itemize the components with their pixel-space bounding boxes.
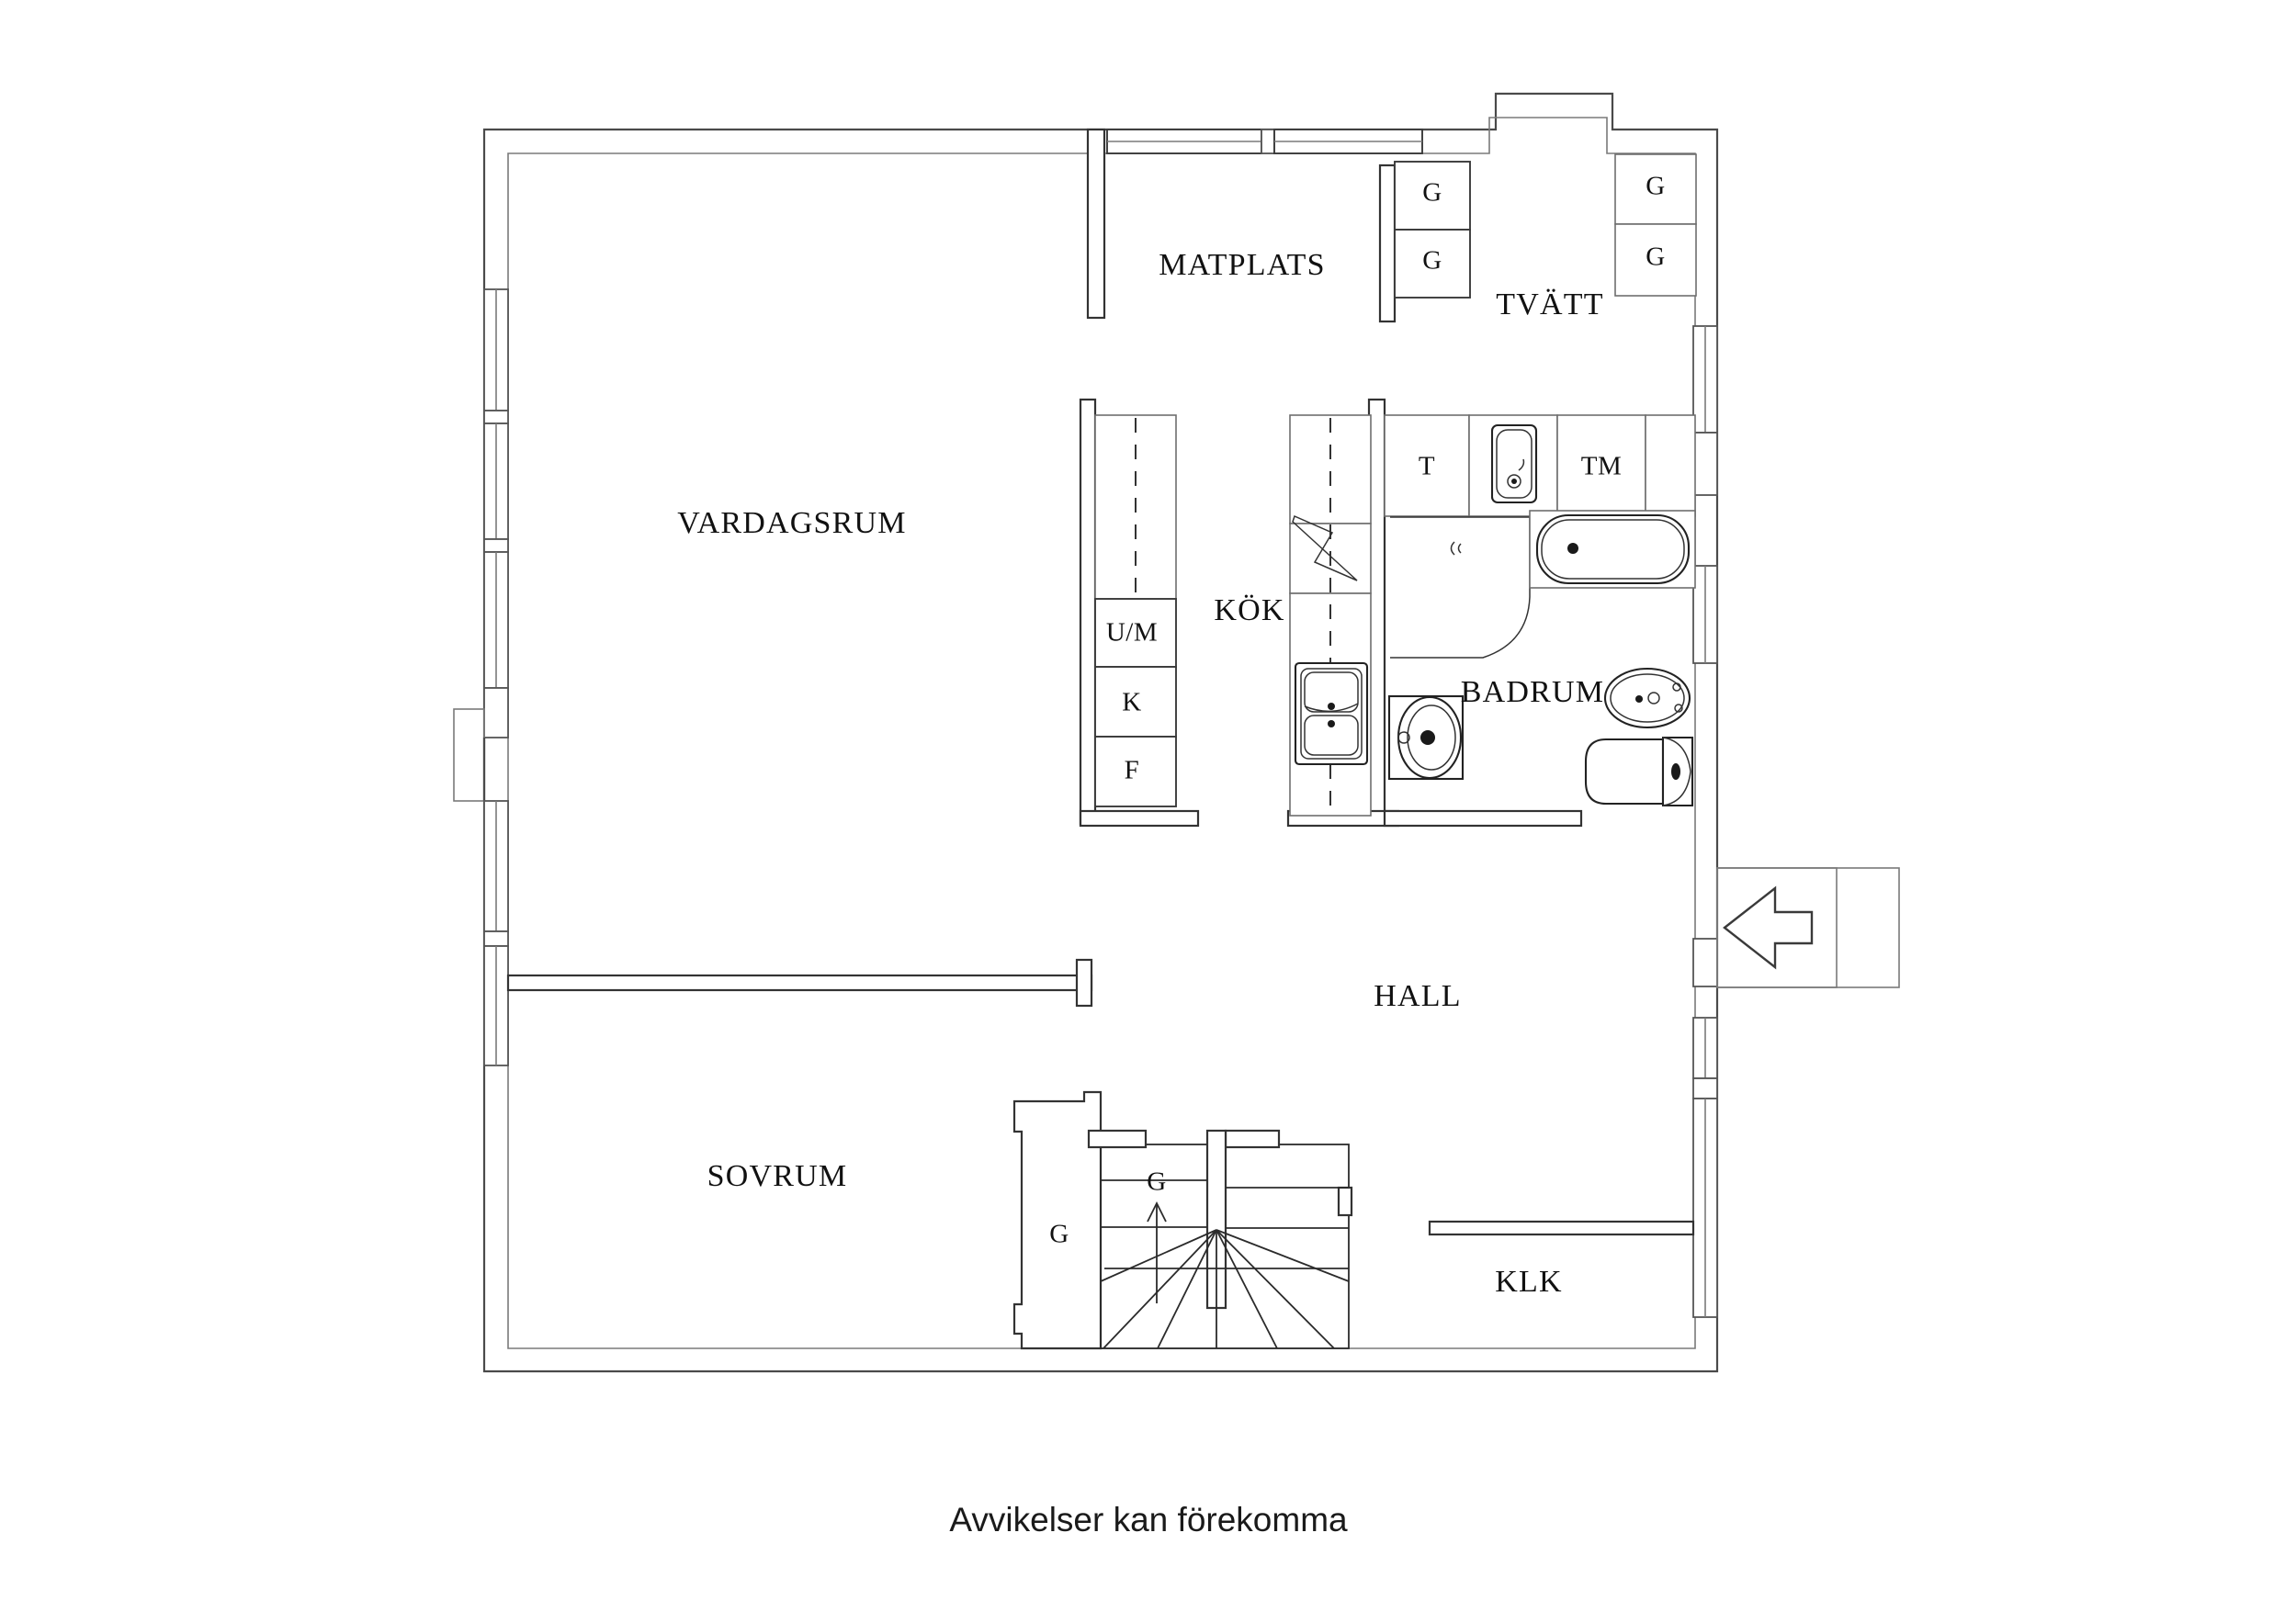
appliance-f-label: F — [1125, 756, 1140, 785]
window-group-left — [453, 288, 509, 1066]
window-left-3 — [483, 551, 509, 689]
staircase: G — [1087, 1129, 1353, 1349]
room-label-matplats: MATPLATS — [1159, 248, 1326, 282]
window-mullion-l3 — [483, 930, 509, 947]
wall-vardagsrum-matplats — [1086, 128, 1106, 320]
window-group-top — [1106, 129, 1423, 154]
stair-winder-treads — [1100, 1229, 1350, 1349]
counter-end — [1645, 414, 1696, 517]
bathtub — [1529, 510, 1696, 589]
bathroom-fixtures — [1387, 510, 1696, 807]
window-right-4 — [1692, 1098, 1718, 1318]
laundry-sink — [1490, 423, 1538, 504]
appliance-f-box — [1094, 736, 1177, 807]
cooktop-zigzag — [1292, 514, 1358, 581]
outer-walls — [482, 92, 1719, 1373]
room-label-hall: HALL — [1374, 979, 1461, 1013]
appliance-tm-label: TM — [1581, 452, 1623, 481]
kitchen-counter-run-right — [1289, 414, 1372, 817]
appliance-k-label: K — [1122, 688, 1141, 717]
window-right-1 — [1692, 325, 1718, 434]
appliance-um-box — [1094, 598, 1177, 668]
window-left-1 — [483, 288, 509, 411]
kitchen-cabinet-run-left: U/M K F — [1094, 414, 1177, 807]
closet-stair-label: G — [1147, 1167, 1166, 1197]
closet-sovrum-label: G — [1049, 1220, 1069, 1249]
window-right-2 — [1692, 565, 1718, 664]
appliance-k-box — [1094, 666, 1177, 738]
klk-area — [1428, 1220, 1695, 1236]
closet-tvatt-upper-box — [1614, 153, 1697, 225]
shower-enclosure — [1390, 516, 1531, 659]
room-label-sovrum: SOVRUM — [707, 1159, 848, 1193]
room-label-tvatt: TVÄTT — [1496, 287, 1603, 321]
closet-matplats-upper-box — [1394, 161, 1471, 231]
bathroom-sink — [1387, 694, 1465, 781]
window-mullion-l2 — [483, 538, 509, 553]
room-label-vardagsrum: VARDAGSRUM — [677, 506, 906, 540]
closet-matplats-lower-box — [1394, 229, 1471, 299]
window-right-3 — [1692, 1017, 1718, 1079]
appliance-tm-box — [1556, 414, 1646, 517]
interior-walls-lower: G — [506, 958, 1103, 1350]
wall-seg-r1 — [1692, 432, 1718, 496]
room-labels: VARDAGSRUM MATPLATS TVÄTT KÖK BADRUM HAL… — [677, 248, 1604, 1299]
stair-direction-arrow — [1147, 1200, 1167, 1303]
window-left-4 — [483, 800, 509, 932]
closet-group-tvatt: G G — [1614, 153, 1697, 297]
bidet — [1603, 667, 1691, 729]
room-label-badrum: BADRUM — [1461, 675, 1604, 709]
kitchen-sink — [1294, 661, 1369, 766]
window-mullion-r1 — [1692, 1077, 1718, 1099]
entrance-direction-arrow — [1723, 885, 1814, 970]
window-mullion-l1 — [483, 410, 509, 424]
window-left-5 — [483, 945, 509, 1066]
appliance-t-box — [1384, 414, 1470, 517]
terrace-door-left — [453, 687, 509, 802]
closet-tvatt-lower-label: G — [1646, 242, 1665, 272]
laundry-counter: T TM — [1384, 414, 1696, 517]
appliance-um-label: U/M — [1106, 618, 1158, 648]
window-group-right — [1692, 325, 1718, 1318]
closet-tvatt-upper-label: G — [1646, 172, 1665, 201]
room-label-klk: KLK — [1495, 1265, 1562, 1299]
entrance-porch — [1716, 867, 1900, 988]
klk-shelf — [1428, 1220, 1695, 1236]
window-left-2 — [483, 423, 509, 540]
room-label-kok: KÖK — [1214, 593, 1284, 627]
closet-tvatt-lower-box — [1614, 223, 1697, 297]
closet-sovrum: G — [1012, 1090, 1103, 1350]
door-right-entry-frame — [1692, 938, 1718, 987]
toilet — [1584, 736, 1694, 807]
appliance-t-label: T — [1419, 452, 1435, 481]
window-mullion-t1 — [1261, 129, 1275, 154]
plan-caption: Avvikelser kan förekomma — [949, 1501, 1348, 1538]
closet-matplats-lower-label: G — [1422, 246, 1442, 276]
closet-group-matplats: G G — [1394, 161, 1471, 299]
closet-matplats-upper-label: G — [1422, 178, 1442, 208]
